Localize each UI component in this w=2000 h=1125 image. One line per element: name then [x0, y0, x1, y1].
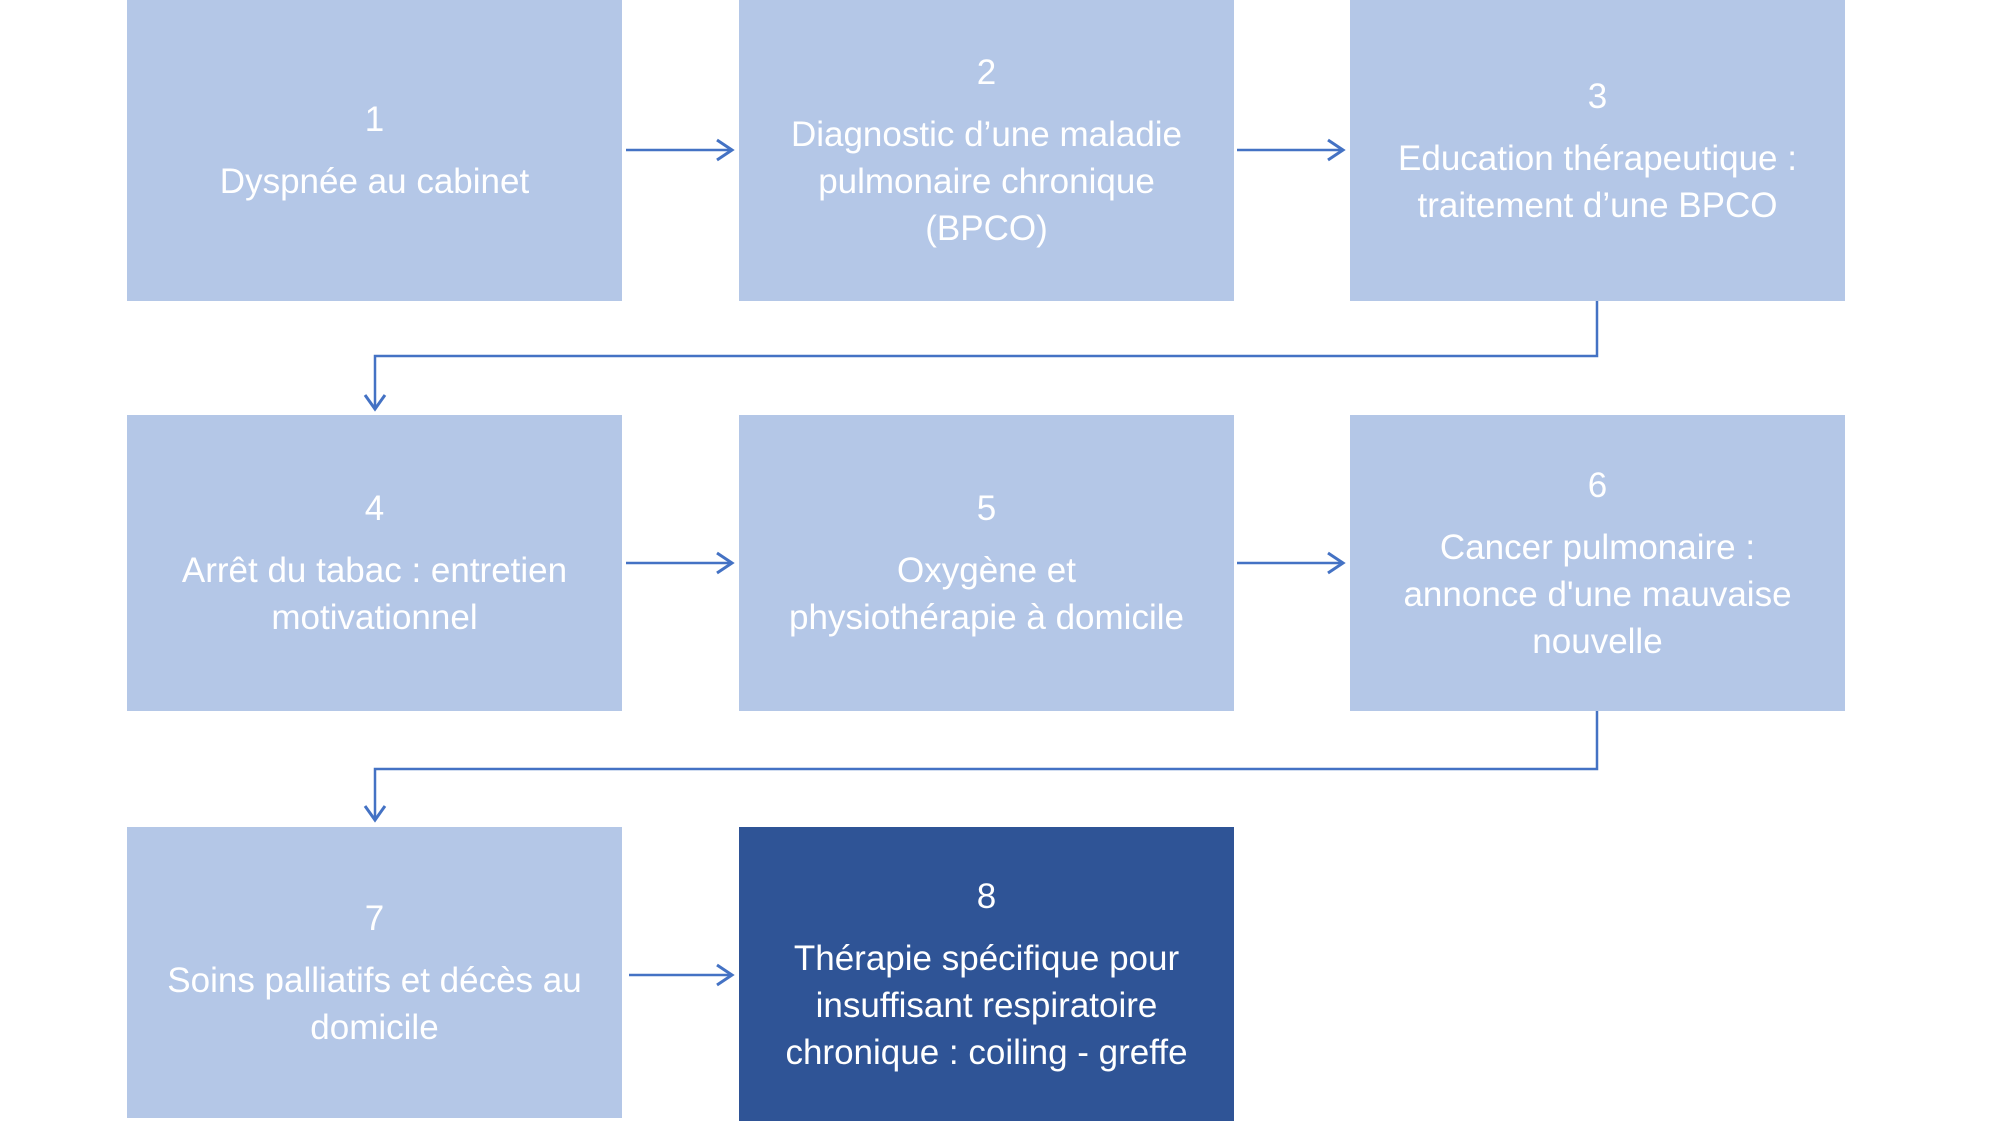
step-number: 4 — [364, 489, 385, 528]
step-box-5: 5 Oxygène et physiothérapie à domicile — [739, 415, 1234, 711]
step-title-line: (BPCO) — [925, 209, 1048, 248]
step-box-3: 3 Education thérapeutique : traitement d… — [1350, 0, 1845, 301]
step-title-line: Education thérapeutique : — [1398, 138, 1797, 178]
step-title-line: Soins palliatifs et décès au — [167, 960, 582, 1000]
arrow-4-5 — [626, 551, 735, 575]
step-title-line: Diagnostic d’une maladie — [790, 115, 1183, 154]
arrow-3-4 — [363, 301, 1599, 412]
step-number: 6 — [1587, 465, 1608, 505]
step-title-line: traitement d’une BPCO — [1417, 185, 1778, 225]
step-box-6: 6 Cancer pulmonaire : annonce d'une mauv… — [1350, 415, 1845, 711]
step-box-1: 1 Dyspnée au cabinet — [127, 0, 622, 301]
arrow-5-6 — [1237, 551, 1346, 575]
step-number: 8 — [976, 876, 997, 916]
arrow-7-8 — [629, 963, 735, 987]
step-title-line: pulmonaire chronique — [818, 162, 1155, 201]
step-number: 3 — [1587, 76, 1608, 116]
step-box-4: 4 Arrêt du tabac : entretien motivationn… — [127, 415, 622, 711]
step-title-line: domicile — [310, 1007, 439, 1047]
step-title-line: Dyspnée au cabinet — [219, 162, 530, 201]
step-title-line: insuffisant respiratoire — [815, 985, 1158, 1025]
step-title-line: physiothérapie à domicile — [789, 598, 1184, 637]
step-title-line: Cancer pulmonaire : — [1439, 527, 1756, 567]
step-number: 7 — [364, 898, 385, 938]
step-title-line: Arrêt du tabac : entretien — [181, 551, 568, 590]
step-number: 1 — [364, 100, 385, 139]
step-box-8: 8 Thérapie spécifique pour insuffisant r… — [739, 827, 1234, 1121]
arrow-2-3 — [1237, 138, 1346, 162]
step-title-line: Thérapie spécifique pour — [793, 938, 1180, 978]
arrow-6-7 — [363, 711, 1599, 823]
step-box-7: 7 Soins palliatifs et décès au domicile — [127, 827, 622, 1118]
step-number: 5 — [976, 489, 997, 528]
step-box-2: 2 Diagnostic d’une maladie pulmonaire ch… — [739, 0, 1234, 301]
step-title-line: chronique : coiling - greffe — [785, 1032, 1188, 1072]
arrow-1-2 — [626, 138, 735, 162]
step-title-line: annonce d'une mauvaise — [1403, 574, 1792, 614]
step-title-line: Oxygène et — [897, 551, 1076, 590]
step-title-line: motivationnel — [271, 598, 478, 637]
step-title-line: nouvelle — [1532, 621, 1663, 661]
step-number: 2 — [976, 53, 997, 92]
